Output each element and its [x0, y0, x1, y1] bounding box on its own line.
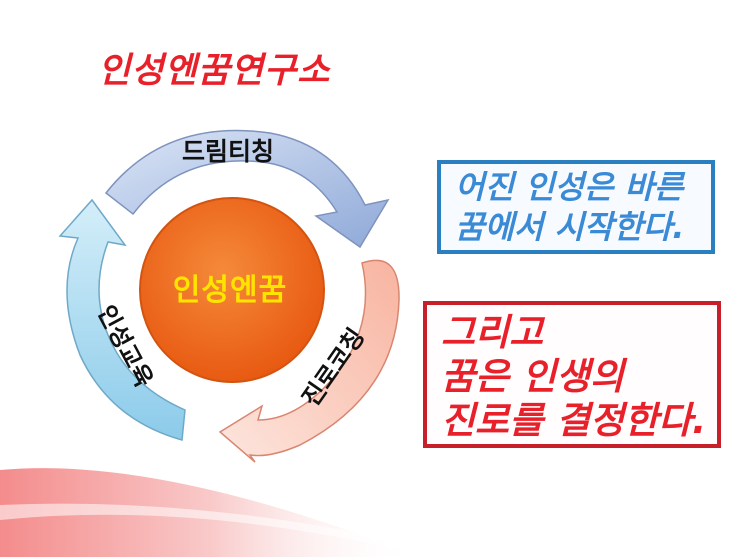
arrow-dreaming-teaching — [104, 129, 390, 249]
arrow-career-coaching — [218, 259, 400, 463]
quote-line: 진로를 결정한다. — [441, 399, 707, 442]
quote-box-red: 그리고 꿈은 인생의 진로를 결정한다. — [423, 301, 721, 448]
center-label: 인성엔꿈 — [172, 273, 288, 308]
center-circle — [139, 197, 325, 383]
quote-line: 어진 인성은 바른 — [455, 168, 684, 206]
arrow-character-education — [58, 198, 186, 441]
quote-line: 꿈은 인생의 — [441, 355, 625, 398]
arrow-label-top: 드림티칭 — [182, 137, 274, 166]
page-title: 인성엔꿈연구소 — [98, 51, 331, 91]
quote-box-blue: 어진 인성은 바른 꿈에서 시작한다. — [437, 160, 715, 254]
quote-line: 그리고 — [441, 311, 544, 354]
quote-line: 꿈에서 시작한다. — [455, 208, 685, 246]
